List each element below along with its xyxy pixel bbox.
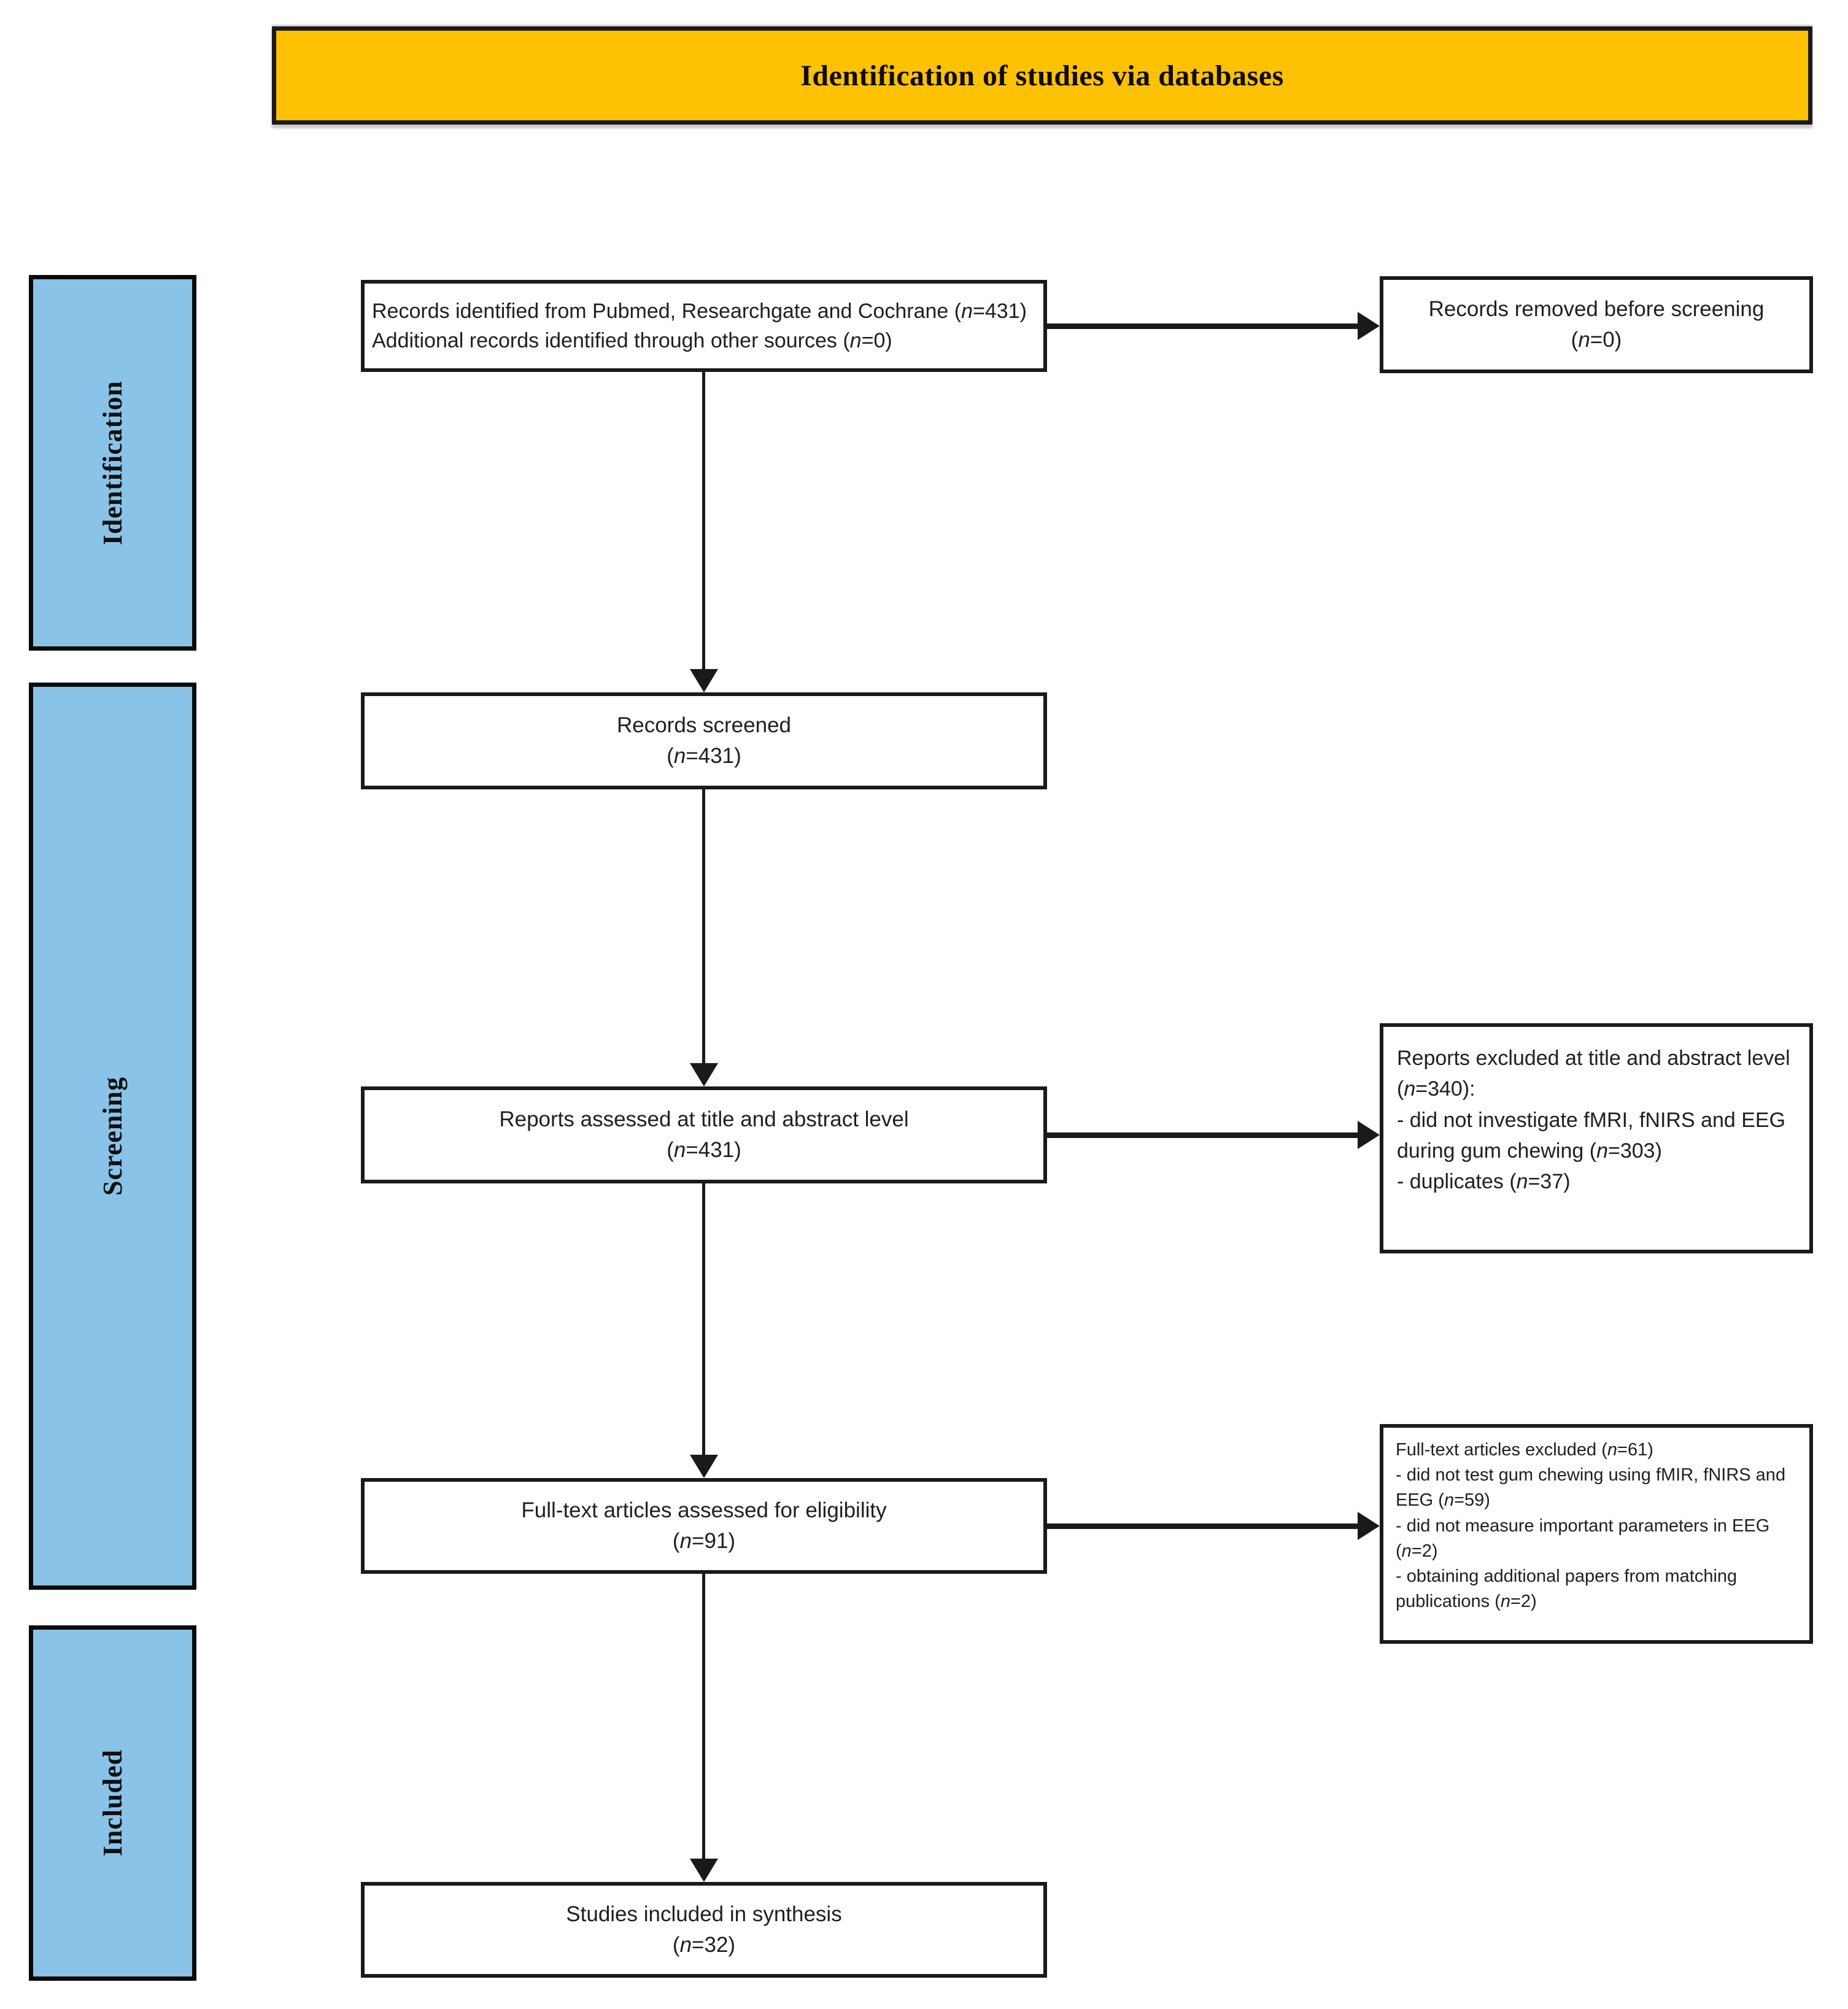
stage-included: Included xyxy=(29,1625,196,1981)
box-studies-included: Studies included in synthesis (n=32) xyxy=(361,1882,1047,1978)
studies-included-count: (n=32) xyxy=(672,1933,736,1957)
box-fulltext-excluded: Full-text articles excluded (n=61) - did… xyxy=(1380,1424,1813,1644)
reports-assessed-count: (n=431) xyxy=(667,1138,741,1162)
reports-assessed-label: Reports assessed at title and abstract l… xyxy=(499,1107,909,1132)
banner-title: Identification of studies via databases xyxy=(800,59,1284,92)
fulltext-assessed-label: Full-text articles assessed for eligibil… xyxy=(521,1498,887,1523)
stage-included-label: Included xyxy=(98,1749,128,1857)
records-screened-label: Records screened xyxy=(616,713,792,738)
records-removed-label: Records removed before screening xyxy=(1428,297,1765,322)
stage-screening-label: Screening xyxy=(98,1077,128,1196)
records-identified-line-2: Additional records identified through ot… xyxy=(372,329,892,352)
box-fulltext-assessed: Full-text articles assessed for eligibil… xyxy=(361,1478,1047,1574)
stage-identification: Identification xyxy=(29,275,196,651)
fulltext-excluded-line-1: Full-text articles excluded (n=61) xyxy=(1396,1440,1653,1460)
box-records-screened: Records screened (n=431) xyxy=(361,692,1047,789)
fulltext-assessed-count: (n=91) xyxy=(672,1529,736,1553)
studies-included-label: Studies included in synthesis xyxy=(566,1902,842,1927)
records-screened-count: (n=431) xyxy=(667,744,741,768)
fulltext-excluded-line-4: - obtaining additional papers from match… xyxy=(1396,1566,1738,1612)
stage-identification-label: Identification xyxy=(98,380,128,546)
records-removed-count: (n=0) xyxy=(1571,328,1622,352)
box-reports-excluded: Reports excluded at title and abstract l… xyxy=(1380,1023,1813,1253)
stage-screening: Screening xyxy=(29,683,196,1590)
fulltext-excluded-line-3: - did not measure important parameters i… xyxy=(1396,1515,1770,1561)
records-identified-line-1: Records identified from Pubmed, Research… xyxy=(372,299,1027,323)
reports-excluded-line-3: - duplicates (n=37) xyxy=(1397,1170,1571,1194)
reports-excluded-line-1: Reports excluded at title and abstract l… xyxy=(1397,1047,1790,1101)
banner-identification-of-studies: Identification of studies via databases xyxy=(272,26,1812,125)
box-records-removed: Records removed before screening (n=0) xyxy=(1380,276,1813,373)
fulltext-excluded-line-2: - did not test gum chewing using fMIR, f… xyxy=(1396,1465,1786,1511)
box-records-identified: Records identified from Pubmed, Research… xyxy=(361,280,1047,372)
box-reports-assessed: Reports assessed at title and abstract l… xyxy=(361,1086,1047,1183)
reports-excluded-line-2: - did not investigate fMRI, fNIRS and EE… xyxy=(1397,1108,1786,1163)
